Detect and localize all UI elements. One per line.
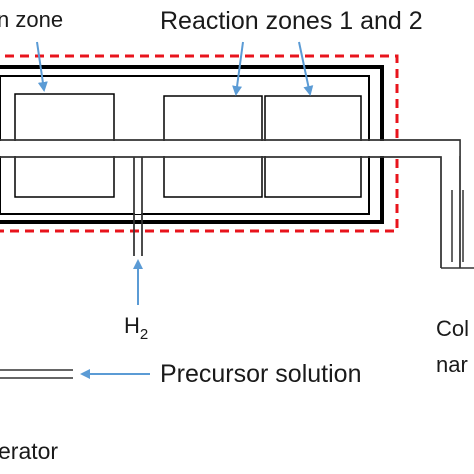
reaction-zone-2-arrow [298, 41, 314, 96]
reaction-zone-1-arrow [232, 41, 244, 96]
reaction-zones-label: Reaction zones 1 and 2 [160, 7, 423, 35]
generator-label: erator [0, 438, 58, 464]
collector-label-line1: Col [436, 316, 469, 341]
h2-label: H2 [124, 313, 148, 343]
reaction-area-dashed-box [0, 54, 399, 233]
evaporation-zone-label: n zone [0, 7, 63, 32]
collector-label-line2: nar [436, 352, 468, 377]
precursor-solution-label: Precursor solution [160, 360, 361, 388]
evaporation-zone-arrow [36, 41, 48, 92]
